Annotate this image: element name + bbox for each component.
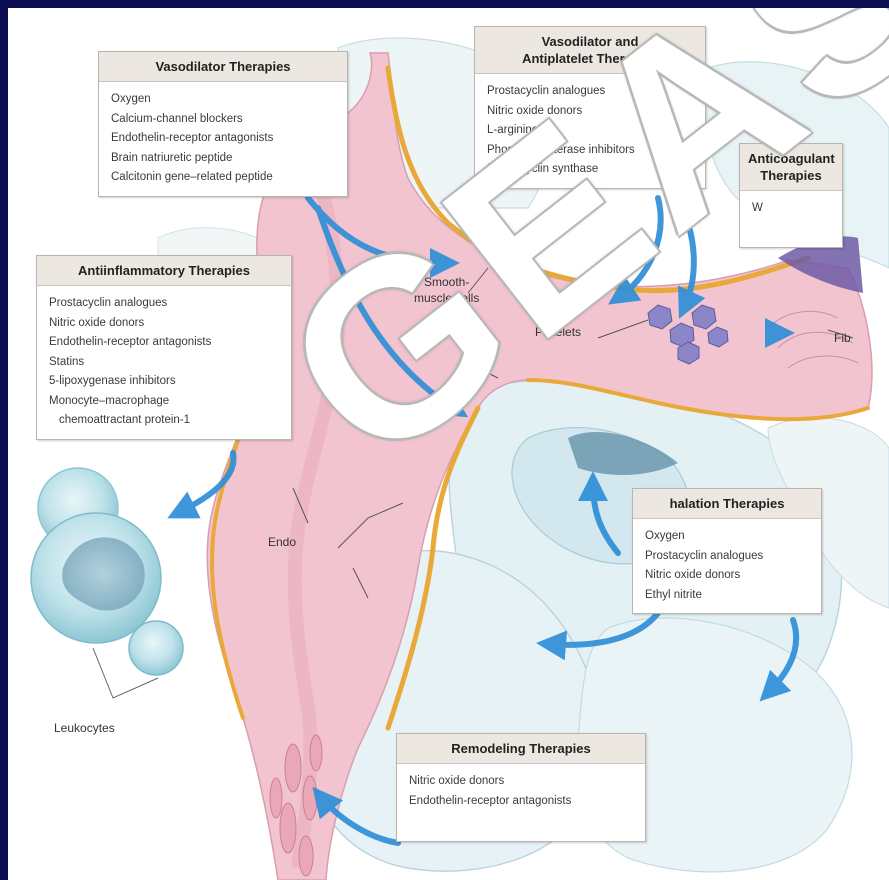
- therapy-item: Oxygen: [111, 90, 337, 110]
- therapy-item: Calcium-channel blockers: [111, 110, 337, 130]
- therapy-item-continued: chemoattractant protein-1: [49, 411, 281, 431]
- therapy-list: Oxygen Prostacyclin analogues Nitric oxi…: [633, 519, 821, 613]
- leukocytes-label: Leukocytes: [54, 720, 115, 736]
- therapy-item: Ethyl nitrite: [645, 586, 811, 606]
- remodeling-therapies-box: Remodeling Therapies Nitric oxide donors…: [396, 733, 646, 842]
- therapy-item: Endothelin-receptor antagonists: [49, 333, 281, 353]
- therapy-item: Nitric oxide donors: [645, 566, 811, 586]
- box-title: Vasodilator Therapies: [99, 52, 347, 82]
- therapy-item: Nitric oxide donors: [49, 314, 281, 334]
- therapy-list: Nitric oxide donors Endothelin-receptor …: [397, 764, 645, 841]
- therapy-item: Brain natriuretic peptide: [111, 149, 337, 169]
- therapy-item: Calcitonin gene–related peptide: [111, 168, 337, 188]
- box-title: halation Therapies: [633, 489, 821, 519]
- inhalation-therapies-box: halation Therapies Oxygen Prostacyclin a…: [632, 488, 822, 614]
- therapy-item: Endothelin-receptor antagonists: [409, 792, 635, 812]
- therapy-item: Monocyte–macrophage: [49, 392, 281, 412]
- fibrin-label: Fib: [834, 330, 851, 346]
- endothelial-cells-label: Endo: [268, 534, 296, 550]
- box-title: Remodeling Therapies: [397, 734, 645, 764]
- vasodilator-therapies-box: Vasodilator Therapies Oxygen Calcium-cha…: [98, 51, 348, 197]
- leukocytes: [31, 468, 183, 698]
- therapy-list: Oxygen Calcium-channel blockers Endothel…: [99, 82, 347, 196]
- therapy-item: Oxygen: [645, 527, 811, 547]
- therapy-item: Nitric oxide donors: [409, 772, 635, 792]
- therapy-item: Prostacyclin analogues: [645, 547, 811, 567]
- therapy-item: 5-lipoxygenase inhibitors: [49, 372, 281, 392]
- therapy-item: Statins: [49, 353, 281, 373]
- diagram-frame: Smooth- muscle cells Platelets Fib Endo …: [8, 8, 889, 880]
- therapy-item: Endothelin-receptor antagonists: [111, 129, 337, 149]
